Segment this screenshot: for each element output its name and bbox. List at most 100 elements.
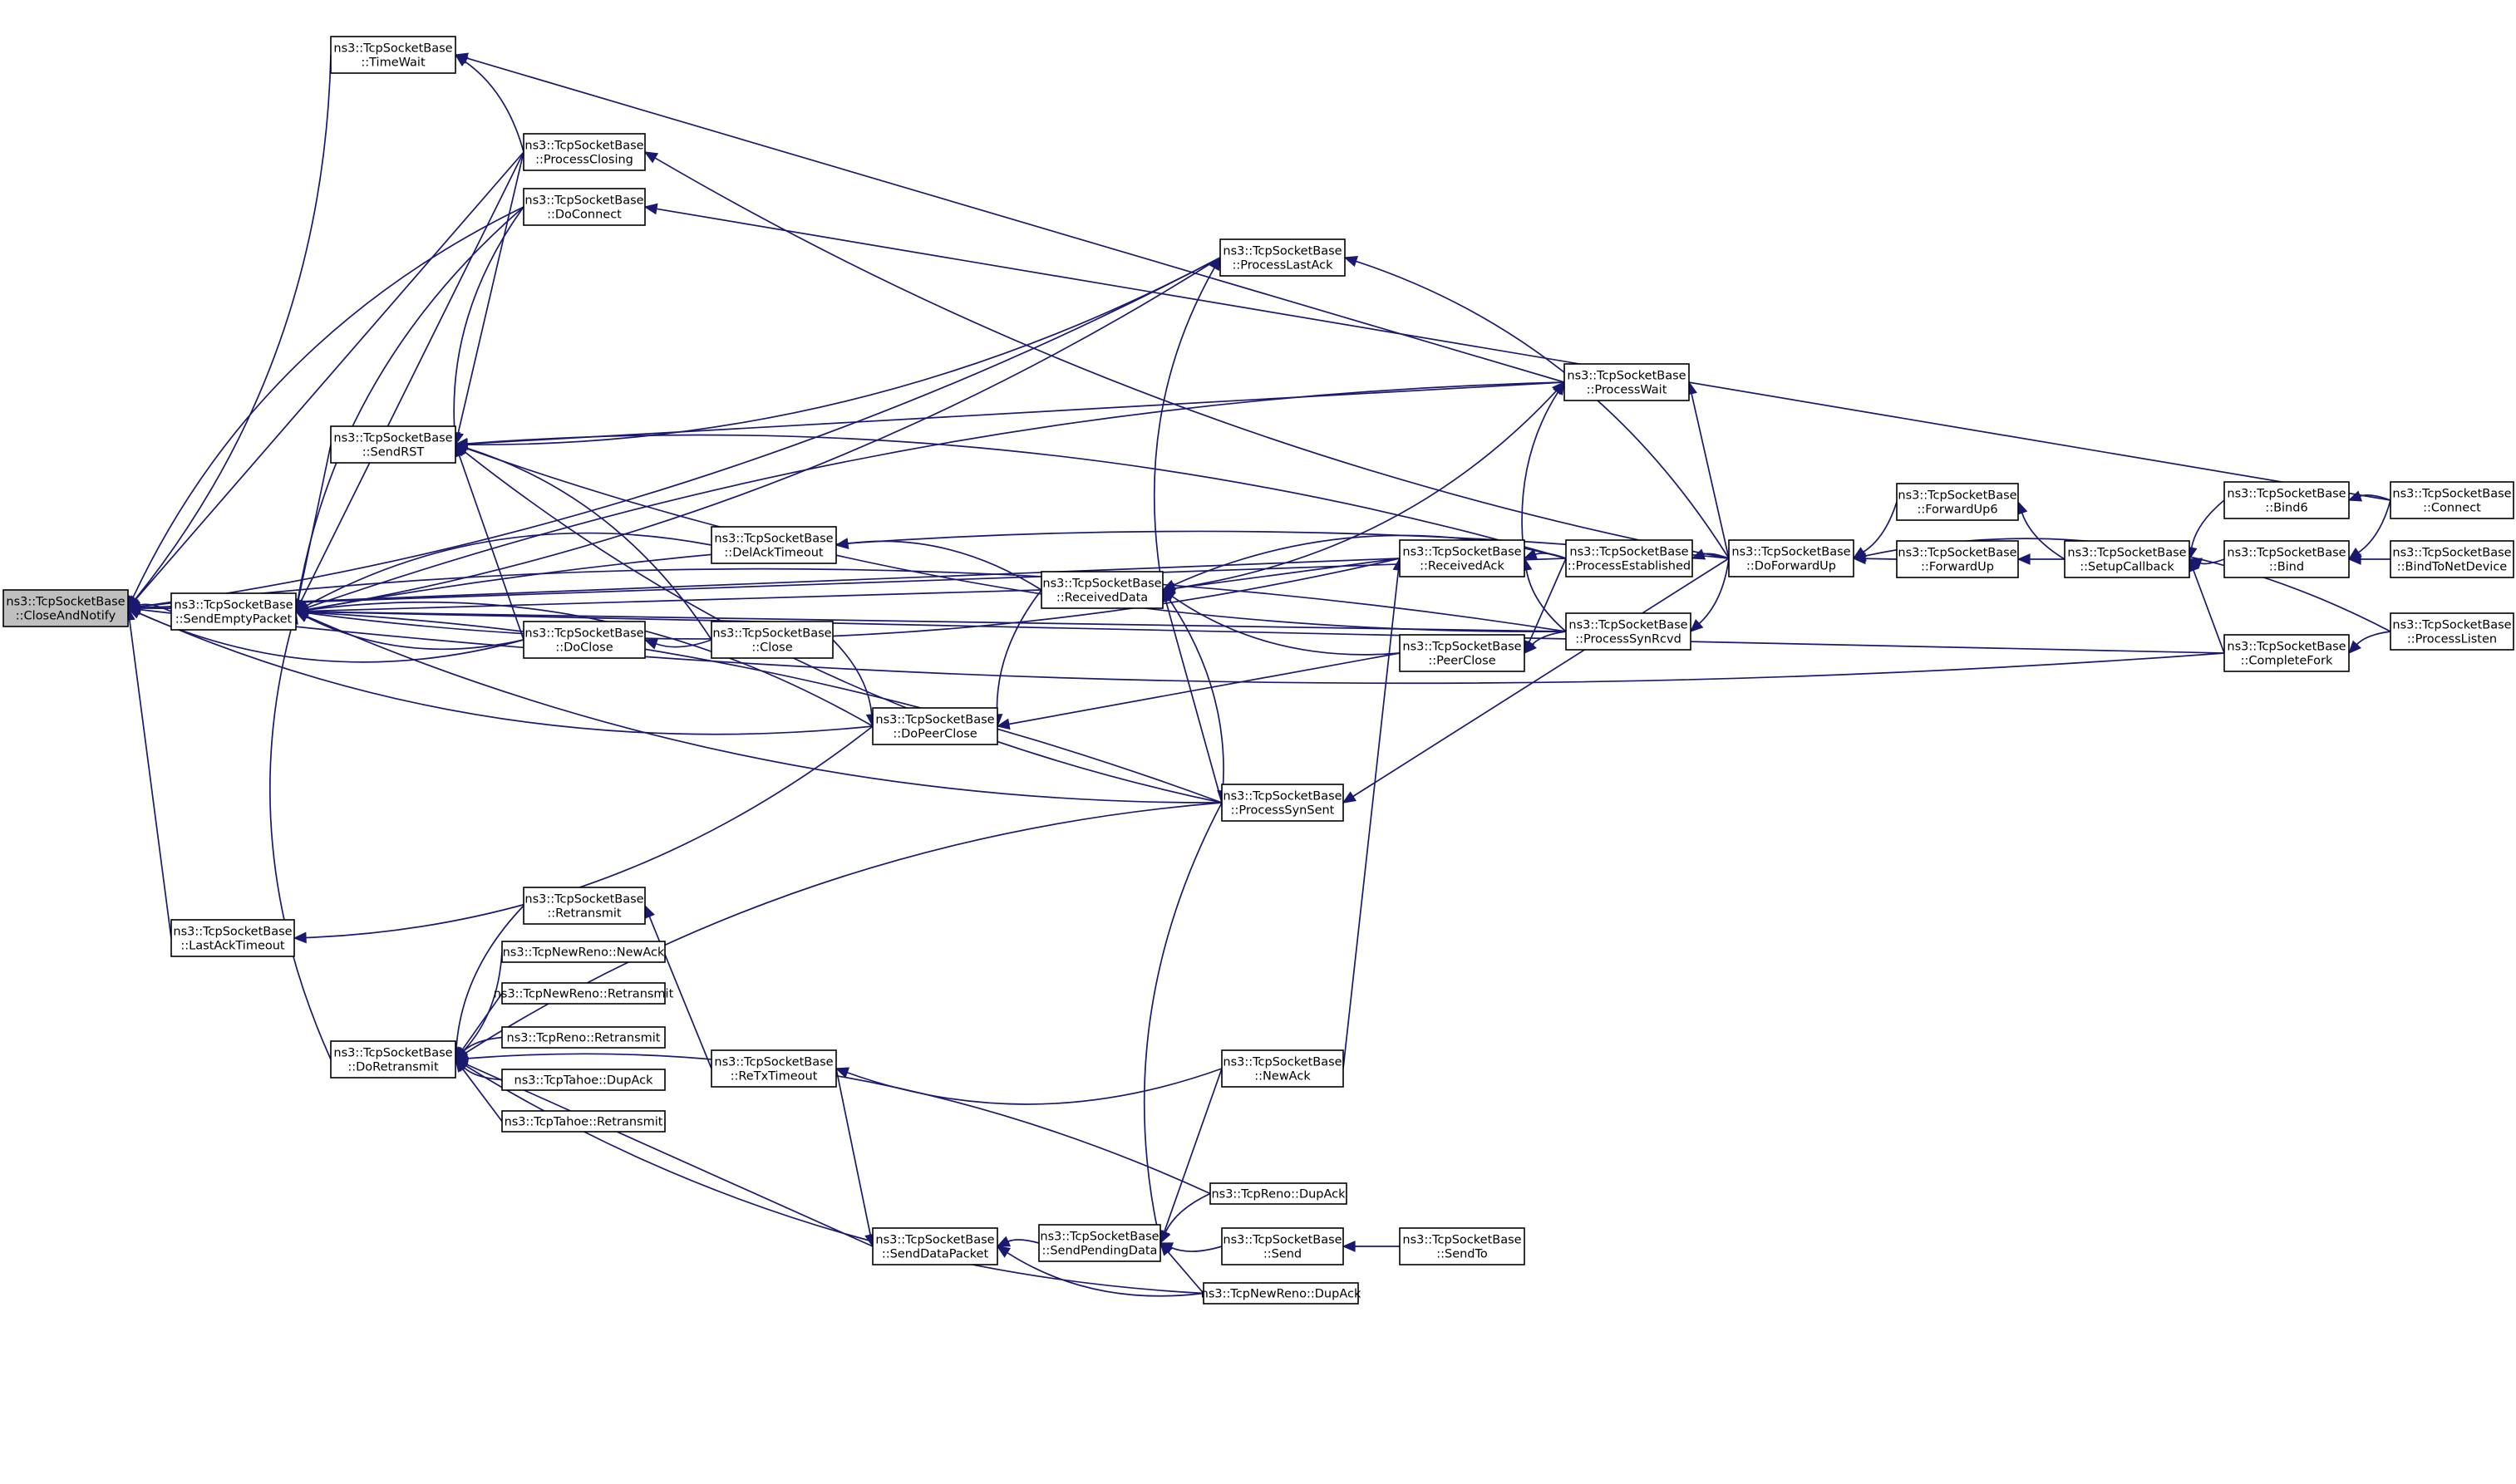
node-label: ns3::TcpSocketBase [1042, 577, 1161, 591]
edge-receivedack-to-sendemptypacket [307, 558, 1401, 640]
node-receivedack[interactable]: ns3::TcpSocketBase::ReceivedAck [1399, 539, 1525, 577]
node-processestablished[interactable]: ns3::TcpSocketBase::ProcessEstablished [1565, 539, 1693, 577]
node-box [523, 621, 646, 659]
edge-processlastack-to-closeandnotify [139, 257, 1221, 607]
node-tahoe-dupack[interactable]: ns3::TcpTahoe::DupAck [501, 1069, 666, 1091]
node-processclosing[interactable]: ns3::TcpSocketBase::ProcessClosing [523, 133, 646, 171]
edge-processsynsent-to-sendrst [464, 451, 1223, 803]
node-sendto[interactable]: ns3::TcpSocketBase::SendTo [1399, 1227, 1525, 1265]
edge-receivedack-to-processwait [1521, 391, 1559, 559]
node-label: ::ReceivedData [1056, 592, 1148, 605]
node-box [523, 188, 646, 226]
node-label: ns3::TcpSocketBase [1040, 1231, 1159, 1244]
node-bindtonetdevice[interactable]: ns3::TcpSocketBase::BindToNetDevice [2390, 540, 2514, 578]
node-label: ns3::TcpSocketBase [6, 596, 125, 609]
edge-receiveddata-to-processlastack [1153, 267, 1215, 591]
edge-peerclose-to-receiveddata [1172, 596, 1401, 656]
edge-processsynsent-to-sendpendingdata [1143, 802, 1223, 1232]
node-bind[interactable]: ns3::TcpSocketBase::Bind [2223, 540, 2350, 578]
node-layer: ns3::TcpSocketBase::CloseAndNotifyns3::T… [2, 36, 2514, 1305]
edge-sendpendingdata-to-senddatapacket [1007, 1239, 1040, 1244]
edge-retxtimeout-to-senddatapacket [835, 1068, 872, 1236]
node-processwait[interactable]: ns3::TcpSocketBase::ProcessWait [1563, 363, 1690, 401]
node-forwardup6[interactable]: ns3::TcpSocketBase::ForwardUp6 [1896, 483, 2019, 521]
node-completefork[interactable]: ns3::TcpSocketBase::CompleteFork [2223, 634, 2350, 672]
node-label: ::CloseAndNotify [16, 610, 116, 623]
edge-layer [124, 52, 2391, 1297]
node-closeandnotify[interactable]: ns3::TcpSocketBase::CloseAndNotify [2, 589, 129, 627]
node-label: ::ProcessListen [2407, 633, 2497, 646]
edge-newreno-dupack-to-sendpendingdata [1167, 1251, 1204, 1295]
node-label: ::Bind6 [2265, 502, 2307, 515]
node-label: ns3::TcpSocketBase [1567, 370, 1686, 383]
arrowhead [1523, 640, 1537, 655]
node-doconnect[interactable]: ns3::TcpSocketBase::DoConnect [523, 188, 646, 226]
node-senddatapacket[interactable]: ns3::TcpSocketBase::SendDataPacket [872, 1227, 998, 1265]
node-dopeerclose[interactable]: ns3::TcpSocketBase::DoPeerClose [872, 707, 998, 745]
node-forwardup[interactable]: ns3::TcpSocketBase::ForwardUp [1896, 540, 2019, 578]
node-label: ns3::TcpSocketBase [1223, 1056, 1342, 1069]
node-reno-dupack[interactable]: ns3::TcpReno::DupAck [1209, 1182, 1347, 1205]
node-newreno-newack[interactable]: ns3::TcpNewReno::NewAck [501, 941, 666, 963]
edge-delacktimeout-to-sendemptypacket [305, 532, 712, 607]
node-retransmit[interactable]: ns3::TcpSocketBase::Retransmit [523, 887, 646, 925]
node-sendemptypacket[interactable]: ns3::TcpSocketBase::SendEmptyPacket [170, 592, 297, 631]
node-label: ns3::TcpSocketBase [1898, 547, 2016, 560]
node-label: ::DoForwardUp [1746, 560, 1836, 573]
node-newreno-retransmit[interactable]: ns3::TcpNewReno::Retransmit [494, 982, 674, 1005]
node-label: ::LastAckTimeout [180, 940, 285, 953]
node-close[interactable]: ns3::TcpSocketBase::Close [711, 621, 834, 659]
node-lastacktimeout[interactable]: ns3::TcpSocketBase::LastAckTimeout [170, 919, 295, 957]
edge-processsynrcvd-to-closeandnotify [139, 568, 1567, 632]
node-delacktimeout[interactable]: ns3::TcpSocketBase::DelAckTimeout [711, 526, 837, 564]
node-box [1563, 363, 1690, 401]
node-label: ns3::TcpSocketBase [1731, 546, 1850, 559]
node-processlisten[interactable]: ns3::TcpSocketBase::ProcessListen [2390, 612, 2514, 651]
node-box [1896, 540, 2019, 578]
edge-newreno-retransmit-to-doretransmit [461, 993, 503, 1051]
node-processlastack[interactable]: ns3::TcpSocketBase::ProcessLastAck [1219, 238, 1346, 277]
node-doclose[interactable]: ns3::TcpSocketBase::DoClose [523, 621, 646, 659]
node-box [1399, 1227, 1525, 1265]
node-tahoe-retransmit[interactable]: ns3::TcpTahoe::Retransmit [501, 1110, 666, 1133]
node-doforwardup[interactable]: ns3::TcpSocketBase::DoForwardUp [1728, 539, 1854, 577]
node-sendpendingdata[interactable]: ns3::TcpSocketBase::SendPendingData [1038, 1224, 1161, 1262]
node-box [2064, 540, 2190, 578]
node-processsynsent[interactable]: ns3::TcpSocketBase::ProcessSynSent [1221, 784, 1344, 822]
node-peerclose[interactable]: ns3::TcpSocketBase::PeerClose [1399, 634, 1525, 672]
node-doretransmit[interactable]: ns3::TcpSocketBase::DoRetransmit [330, 1040, 456, 1079]
node-sendrst[interactable]: ns3::TcpSocketBase::SendRST [330, 425, 456, 464]
node-connect[interactable]: ns3::TcpSocketBase::Connect [2390, 481, 2514, 519]
node-label: ns3::TcpSocketBase [2067, 547, 2186, 560]
node-bind6[interactable]: ns3::TcpSocketBase::Bind6 [2223, 481, 2350, 519]
node-box [1209, 1182, 1347, 1205]
arrowhead [126, 603, 141, 616]
node-setupcallback[interactable]: ns3::TcpSocketBase::SetupCallback [2064, 540, 2190, 578]
edge-forwardup-to-doforwardup [1864, 558, 1898, 560]
node-box [1221, 784, 1344, 822]
node-processsynrcvd[interactable]: ns3::TcpSocketBase::ProcessSynRcvd [1565, 612, 1691, 651]
node-newack[interactable]: ns3::TcpSocketBase::NewAck [1221, 1049, 1344, 1088]
node-label: ns3::TcpSocketBase [1223, 1234, 1342, 1247]
node-send[interactable]: ns3::TcpSocketBase::Send [1221, 1227, 1344, 1265]
node-timewait[interactable]: ns3::TcpSocketBase::TimeWait [330, 36, 456, 74]
node-receiveddata[interactable]: ns3::TcpSocketBase::ReceivedData [1041, 571, 1164, 609]
edge-dopeerclose-to-sendemptypacket [307, 601, 874, 727]
node-newreno-dupack[interactable]: ns3::TcpNewReno::DupAck [1201, 1282, 1361, 1305]
node-box [2390, 612, 2514, 651]
node-reno-retransmit[interactable]: ns3::TcpReno::Retransmit [501, 1026, 666, 1049]
node-box [872, 707, 998, 745]
edge-bind6-to-setupcallback [2190, 499, 2225, 548]
edge-dopeerclose-to-closeandnotify [138, 612, 874, 735]
node-label: ::ProcessClosing [535, 154, 633, 167]
node-label: ns3::TcpSocketBase [1223, 245, 1342, 258]
node-label: ::PeerClose [1428, 655, 1495, 668]
node-label: ::ProcessSynSent [1231, 804, 1335, 818]
arrowhead [2347, 490, 2363, 502]
node-label: ns3::TcpSocketBase [174, 599, 293, 612]
node-box [523, 887, 646, 925]
edge-receiveddata-to-delacktimeout [847, 540, 1042, 591]
node-retxtimeout[interactable]: ns3::TcpSocketBase::ReTxTimeout [711, 1049, 837, 1088]
edge-connect-to-doconnect [656, 208, 2391, 501]
node-label: ns3::TcpSocketBase [1898, 489, 2016, 503]
